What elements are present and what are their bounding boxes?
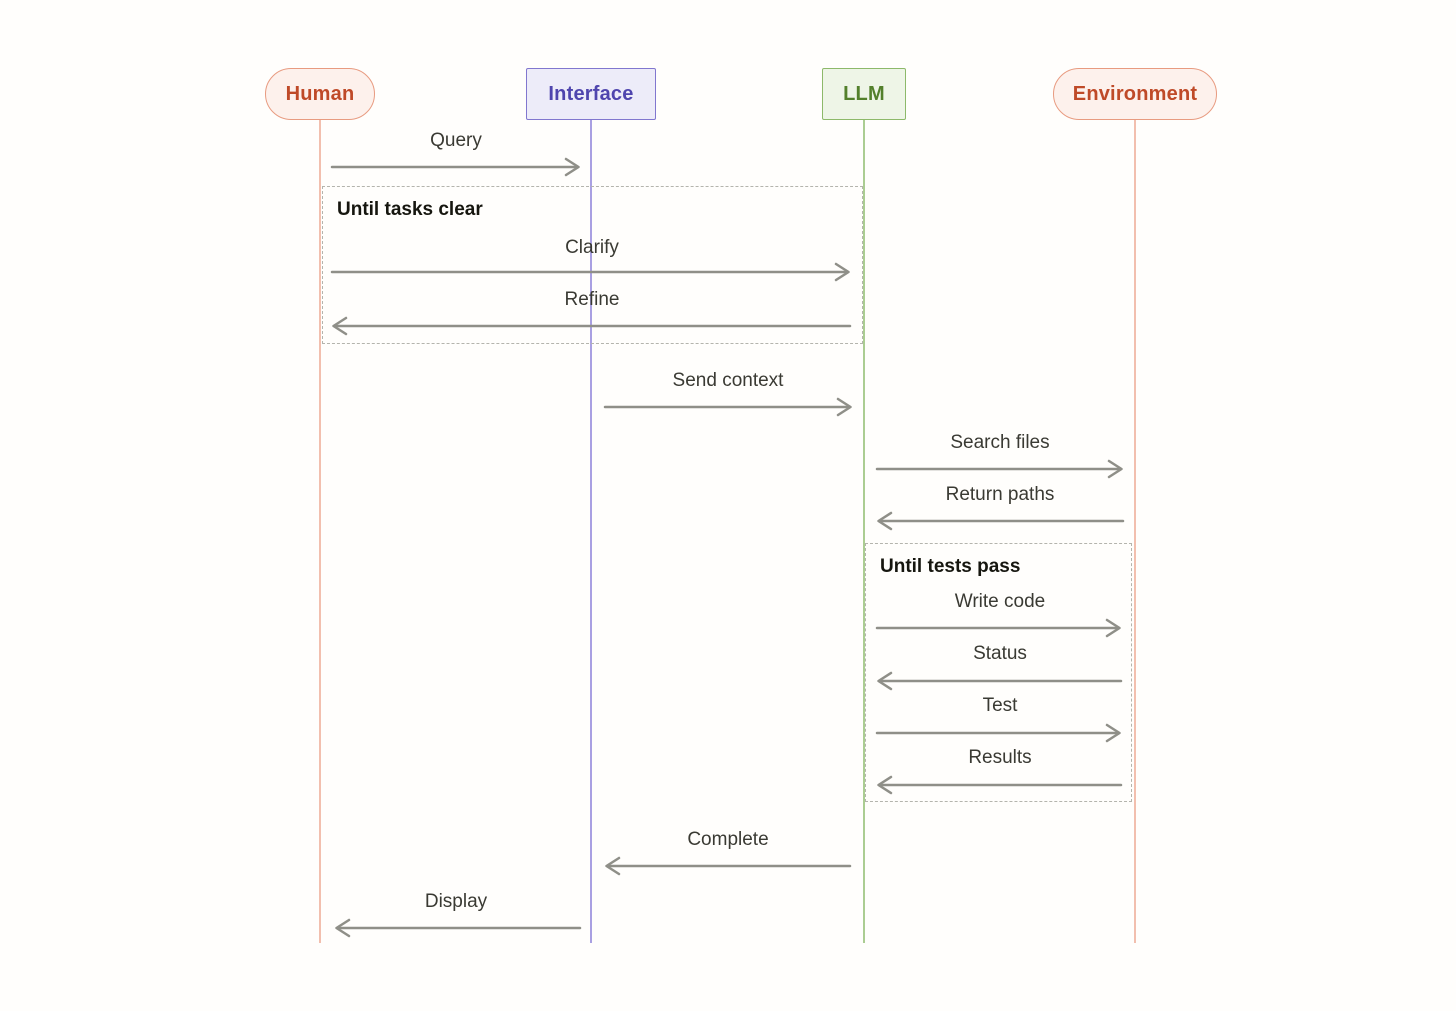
message-label-display: Display — [424, 891, 488, 912]
actor-human: Human — [265, 68, 375, 120]
message-label-clarify: Clarify — [565, 237, 619, 258]
message-arrow-send-context-right — [603, 397, 852, 417]
message-arrow-return-paths-left — [877, 511, 1125, 531]
message-arrow-search-files-right — [875, 459, 1123, 479]
message-arrow-display-left — [335, 918, 582, 938]
message-label-query: Query — [430, 130, 482, 151]
actor-label-interface: Interface — [548, 82, 634, 105]
message-arrow-status-left — [877, 671, 1123, 691]
loop-label: Until tests pass — [880, 556, 1021, 577]
lifeline-llm — [863, 96, 865, 943]
loop-box-until-tasks-clear: Until tasks clear — [322, 186, 863, 344]
actor-label-llm: LLM — [843, 82, 885, 105]
loop-box-until-tests-pass: Until tests pass — [865, 543, 1132, 802]
actor-label-human: Human — [285, 82, 355, 105]
message-arrow-write-code-right — [875, 618, 1121, 638]
message-label-results: Results — [968, 747, 1032, 768]
message-label-complete: Complete — [687, 829, 769, 850]
message-label-send-context: Send context — [672, 370, 784, 391]
actor-llm: LLM — [822, 68, 906, 120]
lifeline-interface — [590, 96, 592, 943]
actor-label-environment: Environment — [1072, 82, 1198, 105]
message-arrow-complete-left — [605, 856, 852, 876]
lifeline-environment — [1134, 96, 1136, 943]
actor-interface: Interface — [526, 68, 656, 120]
message-label-test: Test — [982, 695, 1018, 716]
actor-environment: Environment — [1053, 68, 1217, 120]
lifeline-human — [319, 96, 321, 943]
message-label-refine: Refine — [564, 289, 620, 310]
message-label-write-code: Write code — [954, 591, 1046, 612]
message-arrow-test-right — [875, 723, 1121, 743]
message-label-return-paths: Return paths — [945, 484, 1055, 505]
message-label-search-files: Search files — [950, 432, 1050, 453]
message-arrow-clarify-right — [330, 262, 850, 282]
message-arrow-refine-left — [332, 316, 852, 336]
loop-label: Until tasks clear — [337, 199, 483, 220]
message-arrow-query-right — [330, 157, 580, 177]
message-arrow-results-left — [877, 775, 1123, 795]
message-label-status: Status — [973, 643, 1027, 664]
